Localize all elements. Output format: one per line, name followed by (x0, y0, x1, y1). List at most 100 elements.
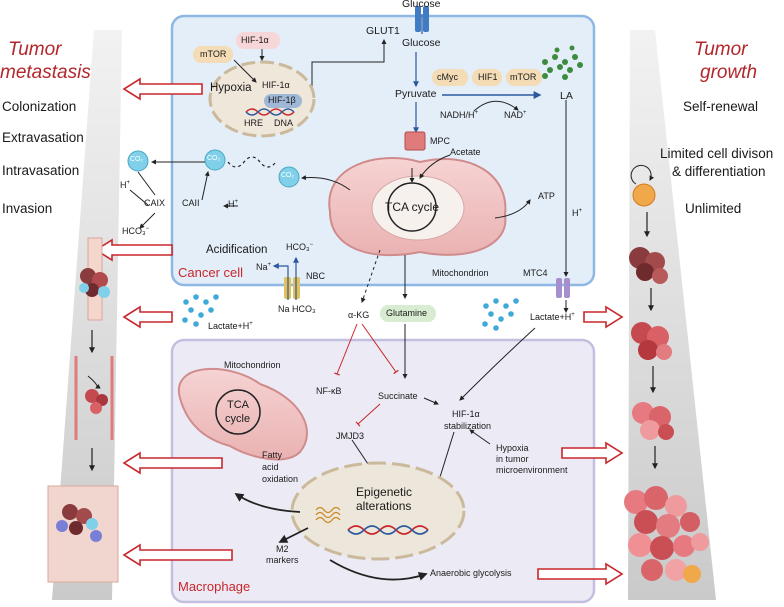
mtc4-label: MTC4 (523, 268, 548, 278)
mpc-transporter (404, 131, 426, 151)
caii-label: CAII (182, 198, 200, 208)
macrophage-nucleus (290, 461, 466, 561)
macrophage-label: Macrophage (178, 579, 251, 594)
glucose-outside: Glucose (402, 0, 441, 10)
feature-self-renewal: Self-renewal (683, 99, 759, 114)
epigenetic-line2: alterations (356, 499, 412, 513)
stage-colonization: Colonization (2, 99, 77, 114)
la-dots (542, 45, 583, 80)
tca-cycle-circle (387, 182, 437, 232)
chromatin (315, 506, 341, 524)
nbc-bottom-label: Na HCO₃ (278, 304, 316, 314)
left-arrows (94, 77, 233, 567)
co2-molecule (127, 150, 149, 172)
arrow-hypoxia-colonization (122, 77, 203, 101)
arrow-fao-left (122, 451, 223, 475)
growth-title-line2: growth (700, 62, 758, 83)
mpc-label: MPC (430, 136, 450, 146)
right-cells (624, 164, 709, 583)
succinate-inhibit-jmjd3 (355, 403, 381, 427)
arrow-acidification-invasion (94, 238, 173, 262)
macrophage-mitochondrion (177, 367, 308, 461)
hif-stab-line1: HIF-1α (452, 409, 480, 419)
acidification-label: Acidification (206, 244, 268, 256)
nad-label: NAD+ (504, 110, 527, 120)
atp-label: ATP (538, 191, 555, 201)
growth-title-line1: Tumor (694, 39, 748, 60)
cmyc-pill (432, 69, 468, 86)
co2-label: CO₂ (207, 155, 221, 162)
epigenetic-line1: Epigenetic (356, 485, 413, 499)
glucose-inside: Glucose (402, 37, 441, 49)
lactate-dots-right (482, 298, 519, 331)
arrow-caii-co2 (201, 171, 210, 201)
cell-cluster-4 (624, 486, 709, 583)
nbc-label: NBC (306, 271, 326, 281)
hif1-pill (472, 69, 502, 86)
factor-hif1: HIF1 (478, 72, 498, 82)
la-label: LA (560, 90, 573, 102)
left-illustrations (47, 237, 119, 583)
arrow-acetate (419, 154, 451, 179)
stage-invasion: Invasion (2, 201, 53, 216)
hco3-nbc-top: HCO₃− (286, 242, 314, 252)
mtor-pill (506, 69, 542, 86)
nucleus-hif1a: HIF-1α (262, 80, 290, 90)
mtc4-transporter (556, 278, 570, 298)
growth-panel (628, 30, 716, 600)
pyruvate-label: Pyruvate (395, 88, 437, 100)
arrow-mito-co2 (301, 175, 351, 191)
tca-cycle-label: TCA cycle (385, 200, 440, 214)
acetate-label: Acetate (450, 147, 481, 157)
factor-mtor: mTOR (510, 72, 537, 82)
arrow-hypoxia-hif (469, 429, 491, 445)
hypoxia-label: Hypoxia (210, 82, 252, 94)
arrow-nucleus-m2 (278, 527, 309, 543)
dna-label: DNA (274, 118, 294, 128)
co2-molecule (278, 166, 300, 188)
arrow-lactate-right (583, 305, 624, 329)
arrow-hypoxia-right (561, 441, 624, 465)
akg-inhibit-succinate (361, 323, 399, 375)
macrophage-tca-circle (215, 389, 261, 435)
feature-limited-division: Limited cell divison (660, 146, 774, 161)
caix-label: CAIX (144, 198, 166, 208)
nadh-curve (473, 100, 519, 112)
glutamine-pill (380, 305, 436, 322)
fao-line1: Fatty (262, 450, 283, 460)
cancer-nucleus (208, 60, 316, 138)
nadh-label: NADH/H+ (440, 110, 479, 120)
hre-label: HRE (244, 118, 264, 128)
stem-cell (632, 183, 656, 207)
co2-molecule (204, 149, 226, 171)
akg-inhibit-nfkb (333, 323, 358, 376)
feature-unlimited: Unlimited (685, 201, 742, 216)
arrow-atp (494, 199, 531, 219)
tissue-block (47, 485, 119, 583)
stage-extravasation: Extravasation (2, 130, 84, 145)
lactate-right-label: Lactate+H+ (530, 312, 575, 322)
cell-cluster-2 (631, 322, 672, 360)
m2-line1: M2 (276, 544, 289, 554)
macrophage-mitochondrion-label: Mitochondrion (224, 360, 281, 370)
mtor-top-pill (193, 46, 233, 63)
akg-label: α-KG (348, 310, 370, 320)
jmjd3-label: JMJD3 (336, 431, 365, 441)
hif1a-top-pill (236, 32, 280, 49)
h-plus-caii: H+ (228, 199, 239, 209)
intravasation-cluster (85, 389, 108, 414)
metastasis-title-line1: Tumor (8, 39, 62, 60)
m2-line2: markers (266, 555, 299, 565)
hif1b-pill (264, 94, 302, 108)
h-transport-label: H+ (572, 208, 583, 218)
arrow-nucleus-fao (234, 493, 301, 513)
arrow-lactate-hif (459, 327, 536, 401)
hypoxia-tme-line1: Hypoxia (496, 443, 529, 453)
metastasis-panel (52, 30, 122, 600)
mitochondrion-label: Mitochondrion (432, 268, 489, 278)
na-plus-label: Na+ (256, 262, 272, 272)
arrow-succinate-hif (423, 397, 439, 405)
cell-cluster-3 (632, 402, 674, 440)
cell-cluster-1 (629, 247, 668, 284)
macrophage-tca-line1: TCA (227, 399, 249, 411)
